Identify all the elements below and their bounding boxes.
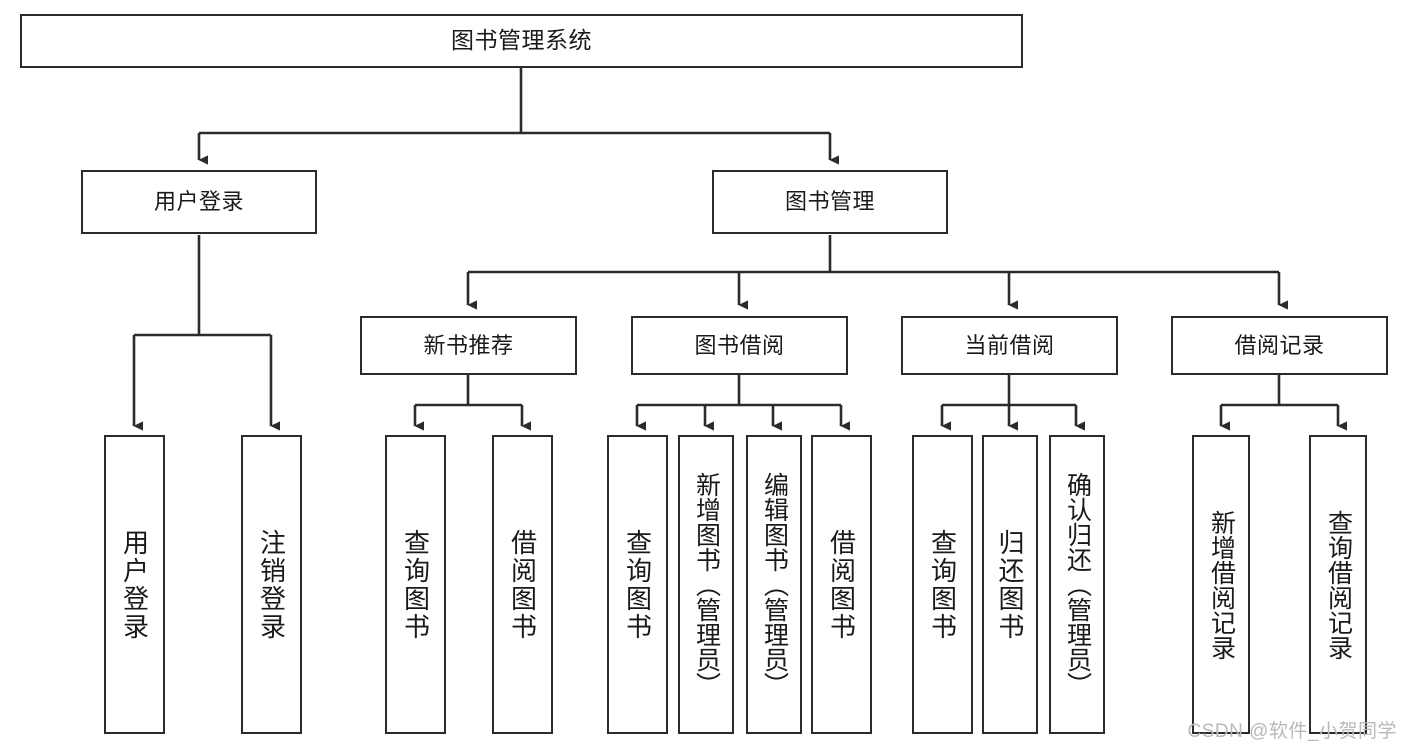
node-current-borrow-label: 当前借阅 (964, 332, 1055, 358)
node-book-manage-label: 图书管理 (784, 189, 875, 215)
leaf-query-book-1-label: 查询图书 (400, 528, 431, 641)
node-borrow-record[interactable]: 借阅记录 (1171, 316, 1388, 375)
watermark: CSDN @软件_小贺同学 (1187, 721, 1397, 742)
node-current-borrow[interactable]: 当前借阅 (901, 316, 1118, 375)
leaf-return-book-label: 归还图书 (995, 528, 1026, 641)
leaf-logout-login-label: 注销登录 (256, 528, 287, 641)
leaf-confirm-return[interactable]: 确认归还（管理员） (1049, 435, 1105, 734)
leaf-edit-book[interactable]: 编辑图书（管理员） (746, 435, 802, 734)
leaf-confirm-return-label: 确认归还（管理员） (1063, 472, 1092, 697)
leaf-borrow-book-1-label: 借阅图书 (507, 528, 538, 641)
leaf-user-login-label: 用户登录 (119, 528, 150, 641)
leaf-borrow-book-1[interactable]: 借阅图书 (492, 435, 553, 734)
node-user-login[interactable]: 用户登录 (81, 170, 317, 234)
leaf-query-book-1[interactable]: 查询图书 (385, 435, 446, 734)
leaf-query-record[interactable]: 查询借阅记录 (1309, 435, 1367, 734)
leaf-query-book-2[interactable]: 查询图书 (607, 435, 668, 734)
node-root-label: 图书管理系统 (451, 27, 592, 54)
node-book-manage[interactable]: 图书管理 (712, 170, 948, 234)
leaf-query-book-2-label: 查询图书 (622, 528, 653, 641)
leaf-borrow-book-2-label: 借阅图书 (826, 528, 857, 641)
leaf-return-book[interactable]: 归还图书 (982, 435, 1038, 734)
node-book-borrow-label: 图书借阅 (694, 332, 785, 358)
leaf-query-record-label: 查询借阅记录 (1324, 509, 1353, 660)
node-new-book-recommend[interactable]: 新书推荐 (360, 316, 577, 375)
node-user-login-label: 用户登录 (153, 189, 244, 215)
leaf-query-book-3[interactable]: 查询图书 (912, 435, 973, 734)
leaf-add-book[interactable]: 新增图书（管理员） (678, 435, 734, 734)
node-borrow-record-label: 借阅记录 (1234, 332, 1325, 358)
leaf-logout-login[interactable]: 注销登录 (241, 435, 302, 734)
node-root[interactable]: 图书管理系统 (20, 14, 1023, 68)
leaf-edit-book-label: 编辑图书（管理员） (760, 472, 789, 697)
leaf-borrow-book-2[interactable]: 借阅图书 (811, 435, 872, 734)
leaf-add-record-label: 新增借阅记录 (1207, 509, 1236, 660)
node-new-book-recommend-label: 新书推荐 (423, 332, 514, 358)
leaf-add-book-label: 新增图书（管理员） (692, 472, 721, 697)
leaf-add-record[interactable]: 新增借阅记录 (1192, 435, 1250, 734)
node-book-borrow[interactable]: 图书借阅 (631, 316, 848, 375)
leaf-user-login[interactable]: 用户登录 (104, 435, 165, 734)
leaf-query-book-3-label: 查询图书 (927, 528, 958, 641)
